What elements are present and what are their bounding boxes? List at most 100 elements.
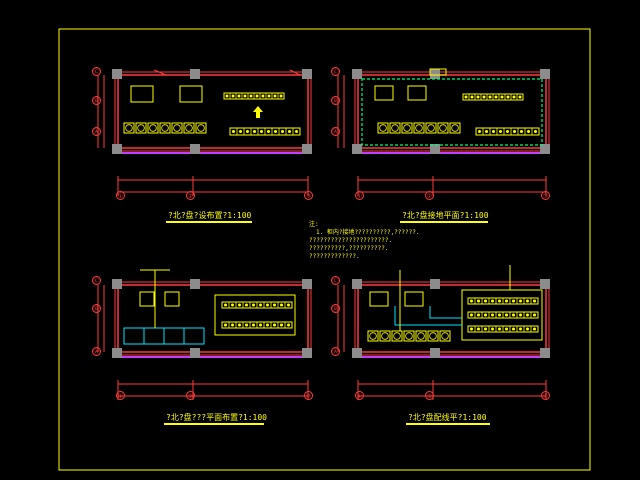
- rack-indicator: [484, 313, 487, 317]
- cabinet-icon: [369, 332, 377, 340]
- axis-bubble-icon: ②: [425, 191, 434, 200]
- axis-bubble-icon: ③: [541, 391, 550, 400]
- rack-indicator: [261, 94, 265, 98]
- rack-indicator: [498, 313, 501, 317]
- equipment-box: [374, 85, 394, 101]
- cabinet-icon: [403, 124, 411, 132]
- notes-line-3: ??????????,??????????.: [309, 245, 389, 252]
- rack-indicator: [533, 299, 536, 303]
- rack-indicator: [273, 94, 277, 98]
- rack-indicator: [478, 130, 481, 133]
- rack-indicator: [243, 94, 247, 98]
- cabinet-icon: [451, 124, 459, 132]
- column-icon: [352, 348, 362, 358]
- column-icon: [352, 279, 362, 289]
- cabinet-icon: [439, 330, 451, 342]
- rack-indicator: [279, 94, 283, 98]
- plan-title-underline-bl: [164, 423, 264, 425]
- rack-indicator: [224, 323, 227, 327]
- axis-bubble-icon: ②: [425, 391, 434, 400]
- rack-indicator: [533, 313, 536, 317]
- rack-indicator: [498, 327, 501, 331]
- axis-bubble-icon: Ⓒ: [331, 67, 340, 76]
- rack-indicator: [255, 94, 259, 98]
- room-wall: [357, 284, 547, 353]
- axis-bubble-icon: ①: [355, 191, 364, 200]
- rack-indicator: [482, 95, 486, 99]
- rack-group: [214, 294, 296, 336]
- axis-bubble-icon: Ⓐ: [92, 127, 101, 136]
- rack-indicator: [231, 94, 235, 98]
- column-icon: [190, 144, 200, 154]
- rack-indicator: [288, 130, 291, 133]
- rack-indicator: [287, 323, 290, 327]
- column-icon: [540, 348, 550, 358]
- ground-bus-loop: [361, 78, 543, 146]
- column-icon: [302, 279, 312, 289]
- axis-bubble-icon: ③: [304, 191, 313, 200]
- rack-indicator: [287, 303, 290, 307]
- axis-bubble-icon: ②: [186, 391, 195, 400]
- axis-bubble-icon: ③: [541, 191, 550, 200]
- rack-indicator: [499, 130, 502, 133]
- cabinet-icon: [149, 124, 157, 132]
- rack-indicator: [225, 94, 229, 98]
- wall-break: [289, 69, 301, 76]
- rack-indicator: [249, 94, 253, 98]
- rack-indicator: [259, 323, 262, 327]
- notes-heading: 注:: [309, 221, 319, 228]
- plan-title-br: ?北?盘配线平?1:100: [408, 413, 487, 422]
- axis-bubble-icon: ②: [186, 191, 195, 200]
- column-icon: [190, 69, 200, 79]
- rack-indicator: [519, 327, 522, 331]
- room-wall-outer: [354, 71, 550, 152]
- axis-bubble-icon: Ⓑ: [92, 96, 101, 105]
- rack-indicator: [519, 313, 522, 317]
- column-icon: [352, 69, 362, 79]
- rack-indicator: [526, 299, 529, 303]
- rack-indicator: [485, 130, 488, 133]
- rack-indicator: [491, 299, 494, 303]
- column-icon: [430, 69, 440, 79]
- rack-indicator: [280, 303, 283, 307]
- rack-indicator: [267, 130, 270, 133]
- cabinet-icon: [161, 124, 169, 132]
- rack-indicator: [295, 130, 298, 133]
- axis-bubble-icon: Ⓑ: [331, 304, 340, 313]
- rack-indicator: [533, 327, 536, 331]
- ground-terminal: [429, 68, 447, 76]
- rack-indicator: [505, 313, 508, 317]
- rack-indicator: [238, 303, 241, 307]
- plan-title-underline-tl: [166, 221, 252, 223]
- notes-line-4: ?????????????.: [309, 253, 360, 260]
- cabinet-icon: [377, 122, 389, 134]
- rack-indicator: [237, 94, 241, 98]
- rack-indicator: [259, 303, 262, 307]
- rack-indicator: [232, 130, 235, 133]
- rack-indicator: [470, 299, 473, 303]
- column-icon: [430, 144, 440, 154]
- cabinet-icon: [125, 124, 133, 132]
- rack-indicator: [477, 327, 480, 331]
- plan-title-underline-tr: [400, 221, 488, 223]
- cabinet-icon: [123, 122, 135, 134]
- rack-indicator: [519, 299, 522, 303]
- rack-indicator: [505, 327, 508, 331]
- axis-bubble-icon: Ⓐ: [331, 127, 340, 136]
- rack-indicator: [512, 95, 516, 99]
- column-icon: [430, 348, 440, 358]
- axis-bubble-icon: ①: [116, 191, 125, 200]
- equipment-box: [139, 291, 155, 307]
- room-wall: [357, 74, 547, 149]
- cabinet-icon: [413, 122, 425, 134]
- rack-indicator: [527, 130, 530, 133]
- rack-indicator: [491, 327, 494, 331]
- room-wall: [117, 74, 309, 149]
- rack-indicator: [491, 313, 494, 317]
- plan-grounding: [337, 68, 550, 196]
- cabinet-icon: [405, 332, 413, 340]
- column-icon: [112, 144, 122, 154]
- plan-title-tl: ?北?盘?设布置?1:100: [168, 211, 252, 220]
- equipment-box: [164, 291, 180, 307]
- rack-indicator: [488, 95, 492, 99]
